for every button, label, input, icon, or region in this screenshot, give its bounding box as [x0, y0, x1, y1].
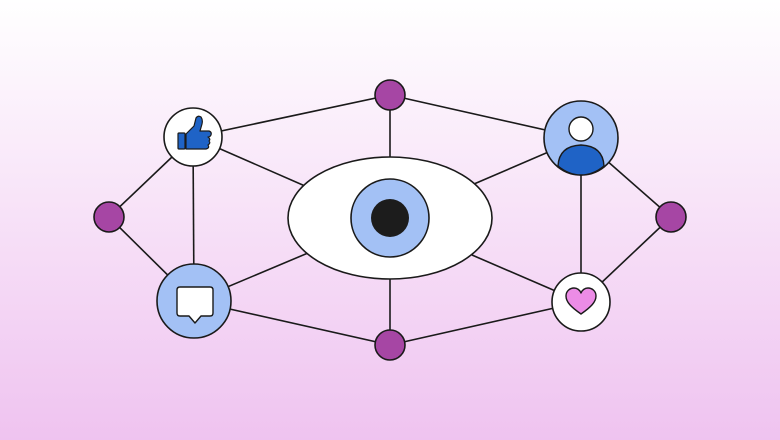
user-head: [568, 116, 594, 142]
junction-nodes: [93, 79, 687, 361]
thumbs-up-icon: [177, 115, 212, 150]
node-top: [374, 79, 406, 111]
comment-badge: [156, 263, 232, 339]
heart-icon: [565, 287, 597, 315]
node-right: [655, 201, 687, 233]
heart-badge: [551, 272, 611, 332]
user-badge: [543, 100, 619, 176]
user-avatar-icon: [557, 116, 605, 176]
user-body: [557, 144, 605, 176]
node-bottom: [374, 329, 406, 361]
node-left: [93, 201, 125, 233]
thumb-cuff: [177, 132, 186, 150]
thumb-hand: [185, 115, 212, 150]
like-badge: [163, 107, 223, 167]
eye-icon: [287, 156, 493, 280]
eye-pupil: [371, 199, 409, 237]
speech-bubble-icon: [176, 286, 214, 324]
edge-bottom-to-heart: [389, 301, 582, 346]
edge-top-to-like: [192, 94, 391, 138]
